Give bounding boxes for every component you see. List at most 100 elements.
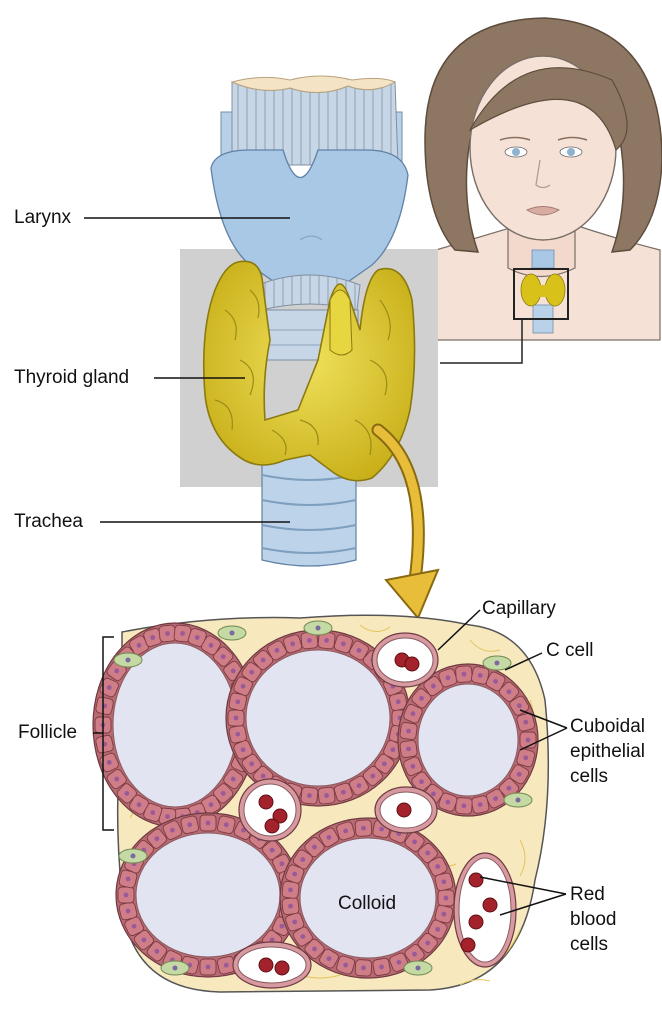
- cell-nucleus: [461, 671, 467, 677]
- cell-nucleus: [170, 827, 175, 833]
- label-larynx: Larynx: [14, 207, 72, 228]
- connective-fiber: [469, 639, 501, 652]
- cell-nucleus: [412, 951, 417, 957]
- label-c-cell: C cell: [546, 640, 594, 661]
- cell-nucleus: [412, 839, 417, 845]
- red-blood-cell: [468, 872, 484, 888]
- cell-nucleus: [125, 876, 131, 882]
- label-cuboidal-line3: cells: [570, 766, 609, 787]
- cell-nucleus: [205, 964, 211, 970]
- cell-nucleus: [136, 802, 142, 808]
- cell-nucleus: [324, 793, 329, 798]
- capillary-3: [374, 786, 438, 834]
- cell-nucleus: [288, 887, 293, 893]
- cell-nucleus: [106, 685, 112, 690]
- cell-nucleus: [435, 864, 441, 869]
- cell-nucleus: [279, 923, 285, 929]
- cell-nucleus: [154, 948, 160, 954]
- capillary-leader: [437, 609, 481, 651]
- cell-nucleus: [300, 934, 306, 939]
- rbc-leader-1: [479, 876, 567, 895]
- connective-fiber: [359, 624, 391, 632]
- face-inset: [424, 17, 662, 341]
- cell-nucleus: [208, 642, 214, 648]
- cell-nucleus: [307, 793, 312, 798]
- inset-connector-line: [440, 319, 523, 364]
- cell-nucleus: [523, 755, 529, 761]
- label-cuboidal-line1: Cuboidal: [570, 716, 645, 737]
- cell-nucleus: [312, 844, 317, 850]
- cell-nucleus: [240, 747, 246, 753]
- red-blood-cell: [404, 656, 420, 672]
- cell-nucleus: [235, 699, 241, 705]
- connective-fiber: [519, 839, 526, 877]
- cell-nucleus: [141, 937, 147, 943]
- cell-nucleus: [235, 731, 241, 737]
- cell-nucleus: [410, 711, 416, 717]
- cell-nucleus: [340, 641, 346, 647]
- cell-nucleus: [230, 776, 236, 782]
- cell-nucleus: [419, 695, 424, 701]
- label-cuboidal-line2: epithelial: [570, 741, 645, 762]
- cell-nucleus: [506, 689, 512, 695]
- red-blood-cell: [396, 802, 412, 818]
- histology-section: [92, 614, 550, 993]
- cell-nucleus: [220, 654, 226, 660]
- cell-nucleus: [114, 668, 120, 674]
- cell-nucleus: [326, 834, 332, 840]
- cell-nucleus: [124, 790, 130, 796]
- label-follicle: Follicle: [18, 722, 78, 743]
- cell-nucleus: [445, 799, 451, 805]
- cell-nucleus: [370, 773, 376, 779]
- cell-nucleus: [279, 861, 285, 867]
- larynx-structure: [210, 75, 409, 567]
- cell-nucleus: [425, 850, 431, 856]
- cell-nucleus: [274, 648, 280, 653]
- cell-nucleus: [208, 802, 214, 808]
- cell-nucleus: [269, 847, 275, 853]
- red-blood-cell: [258, 957, 274, 973]
- cell-nucleus: [249, 761, 255, 767]
- cell-nucleus: [425, 940, 431, 946]
- red-blood-cell: [272, 808, 288, 824]
- cell-nucleus: [205, 820, 211, 826]
- capillary-5: [232, 941, 312, 989]
- cell-nucleus: [379, 964, 384, 970]
- label-thyroid-gland: Thyroid gland: [14, 367, 130, 388]
- cell-nucleus: [312, 946, 317, 952]
- red-blood-cell: [274, 960, 290, 976]
- cell-nucleus: [165, 631, 170, 636]
- cell-nucleus: [220, 790, 226, 796]
- cell-nucleus: [307, 638, 312, 643]
- cell-nucleus: [395, 699, 401, 705]
- cell-nucleus: [461, 803, 467, 809]
- red-blood-cell: [460, 937, 476, 953]
- label-rbc-line1: Red: [570, 884, 605, 905]
- label-capillary: Capillary: [482, 598, 556, 619]
- red-blood-cell: [258, 794, 274, 810]
- cell-nucleus: [150, 635, 156, 640]
- cell-nucleus: [223, 822, 229, 828]
- cell-nucleus: [430, 791, 436, 797]
- cell-nucleus: [361, 965, 366, 971]
- cell-nucleus: [441, 879, 447, 885]
- connective-fiber: [459, 979, 491, 986]
- follicle-bracket: [102, 636, 114, 831]
- cell-nucleus: [249, 669, 255, 675]
- cell-nucleus: [430, 683, 436, 689]
- capillary-2: [238, 778, 302, 842]
- red-blood-cell: [468, 914, 484, 930]
- cell-nucleus: [410, 763, 416, 769]
- cell-nucleus: [523, 719, 529, 725]
- cell-nucleus: [390, 747, 396, 753]
- cell-nucleus: [356, 648, 362, 653]
- cell-nucleus: [114, 776, 120, 782]
- cell-nucleus: [260, 657, 266, 663]
- label-trachea: Trachea: [14, 511, 83, 532]
- follicle-5: [279, 817, 457, 979]
- cell-nucleus: [125, 908, 131, 914]
- cell-nucleus: [477, 672, 483, 678]
- cell-nucleus: [441, 911, 447, 917]
- red-blood-cell: [482, 897, 498, 913]
